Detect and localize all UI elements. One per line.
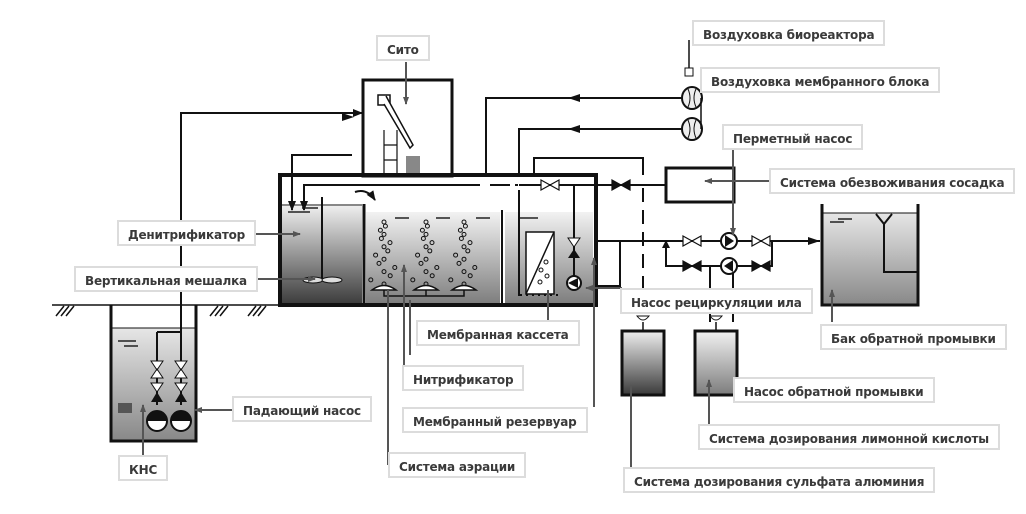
bubble bbox=[378, 236, 384, 242]
label-backwash-pump: Насос обратной промывки bbox=[733, 377, 935, 403]
bubble bbox=[429, 273, 435, 279]
label-permeate-pump: Перметный насос bbox=[722, 124, 864, 150]
basket-icon bbox=[118, 403, 132, 413]
dewatering-unit bbox=[664, 166, 736, 204]
bubble bbox=[472, 264, 478, 270]
ground-line bbox=[52, 304, 280, 317]
label-alum-dosing: Система дозирования сульфата алюминия bbox=[623, 467, 936, 493]
bubble bbox=[418, 260, 424, 266]
bubble bbox=[453, 252, 459, 258]
bubble bbox=[381, 269, 387, 275]
bubble bbox=[382, 223, 388, 229]
bubble bbox=[458, 236, 464, 242]
blower-icons bbox=[681, 40, 703, 141]
bubble bbox=[429, 240, 435, 246]
bubble bbox=[381, 219, 387, 225]
bubble bbox=[415, 252, 421, 258]
bubble bbox=[376, 260, 382, 266]
bubble bbox=[465, 248, 471, 254]
bubble bbox=[457, 227, 463, 233]
bubble bbox=[423, 244, 429, 250]
bubble bbox=[448, 277, 454, 283]
label-sito: Сито bbox=[376, 35, 430, 61]
bubble bbox=[467, 240, 473, 246]
label-vertical-mixer: Вертикальная мешалка bbox=[74, 266, 258, 292]
label-membrane-reservoir: Мембранный резервуар bbox=[402, 407, 588, 433]
bubble bbox=[423, 256, 429, 262]
label-citric-dosing: Система дозирования лимонной кислоты bbox=[698, 424, 1000, 450]
bubble bbox=[423, 231, 429, 237]
bubble bbox=[381, 231, 387, 237]
bubble bbox=[410, 277, 416, 283]
main-tank bbox=[278, 154, 598, 307]
bubble bbox=[427, 248, 433, 254]
bubble bbox=[392, 264, 398, 270]
label-denitrifier: Денитрификатор bbox=[117, 220, 257, 246]
bubble bbox=[456, 260, 462, 266]
bubble bbox=[461, 231, 467, 237]
screenings-basket-icon bbox=[406, 156, 420, 173]
recirc-pump-icon bbox=[566, 185, 582, 291]
aeration-bubbles bbox=[368, 219, 478, 287]
label-nitrifier: Нитрификатор bbox=[402, 365, 525, 391]
bubble bbox=[424, 223, 430, 229]
bubble bbox=[434, 264, 440, 270]
bubble bbox=[381, 244, 387, 250]
membrane-cassette-icon bbox=[518, 190, 562, 296]
bubble bbox=[387, 273, 393, 279]
bubble bbox=[462, 223, 468, 229]
bubble bbox=[385, 248, 391, 254]
bubble bbox=[423, 269, 429, 275]
label-aeration: Система аэрации bbox=[388, 452, 527, 478]
label-sludge-dewatering: Система обезвоживания сосадка bbox=[769, 168, 1016, 194]
bubble bbox=[381, 256, 387, 262]
label-backwash-tank: Бак обратной промывки bbox=[820, 324, 1007, 350]
bubble bbox=[461, 269, 467, 275]
bubble bbox=[467, 273, 473, 279]
label-membrane-cassette: Мембранная кассета bbox=[416, 320, 580, 346]
kns-pit bbox=[109, 295, 198, 443]
label-sludge-recirc-pump: Насос рециркуляции ила bbox=[620, 288, 813, 314]
diffuser-icons bbox=[369, 284, 479, 297]
bubble bbox=[461, 244, 467, 250]
backwash-pump-icon bbox=[720, 257, 738, 275]
bubble bbox=[419, 227, 425, 233]
valve-icons bbox=[540, 178, 771, 273]
bubble bbox=[420, 236, 426, 242]
backwash-tank bbox=[820, 204, 920, 307]
alum-dosing-tank bbox=[620, 315, 666, 397]
bubble bbox=[461, 256, 467, 262]
submersible-pump-icon bbox=[146, 295, 192, 432]
label-air-membrane: Воздуховка мембранного блока bbox=[700, 67, 941, 93]
bubble bbox=[461, 219, 467, 225]
label-kns: КНС bbox=[118, 455, 169, 481]
label-air-bioreactor: Воздуховка биореактора bbox=[692, 20, 886, 46]
bubble bbox=[387, 240, 393, 246]
sieve-unit bbox=[361, 78, 454, 178]
label-submersible-pump: Падающий насос bbox=[232, 396, 372, 422]
permeate-pump-icon bbox=[720, 232, 738, 250]
leader-lines bbox=[140, 62, 835, 470]
bubble bbox=[377, 227, 383, 233]
bubble bbox=[373, 252, 379, 258]
bubble bbox=[368, 277, 374, 283]
citric-dosing-tank bbox=[693, 315, 739, 397]
bubble bbox=[423, 219, 429, 225]
